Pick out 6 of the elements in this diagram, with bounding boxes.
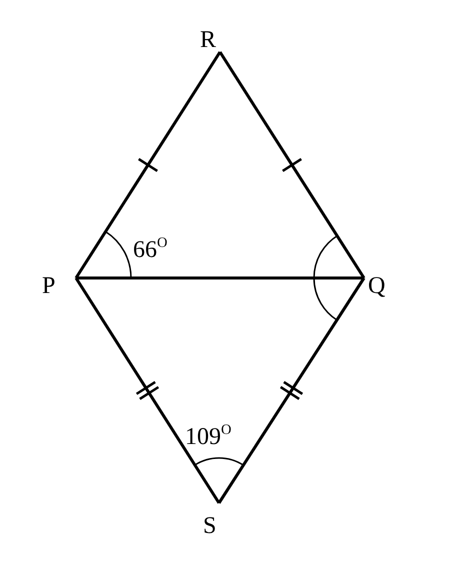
vertex-label: S — [203, 514, 216, 538]
vertex-label: Q — [368, 274, 386, 298]
vertex-label: R — [200, 28, 216, 52]
angle-label: 66$^{O}$ — [133, 238, 168, 262]
vertex-label: P — [42, 274, 56, 298]
angle-label: 109$^{O}$ — [185, 425, 232, 449]
